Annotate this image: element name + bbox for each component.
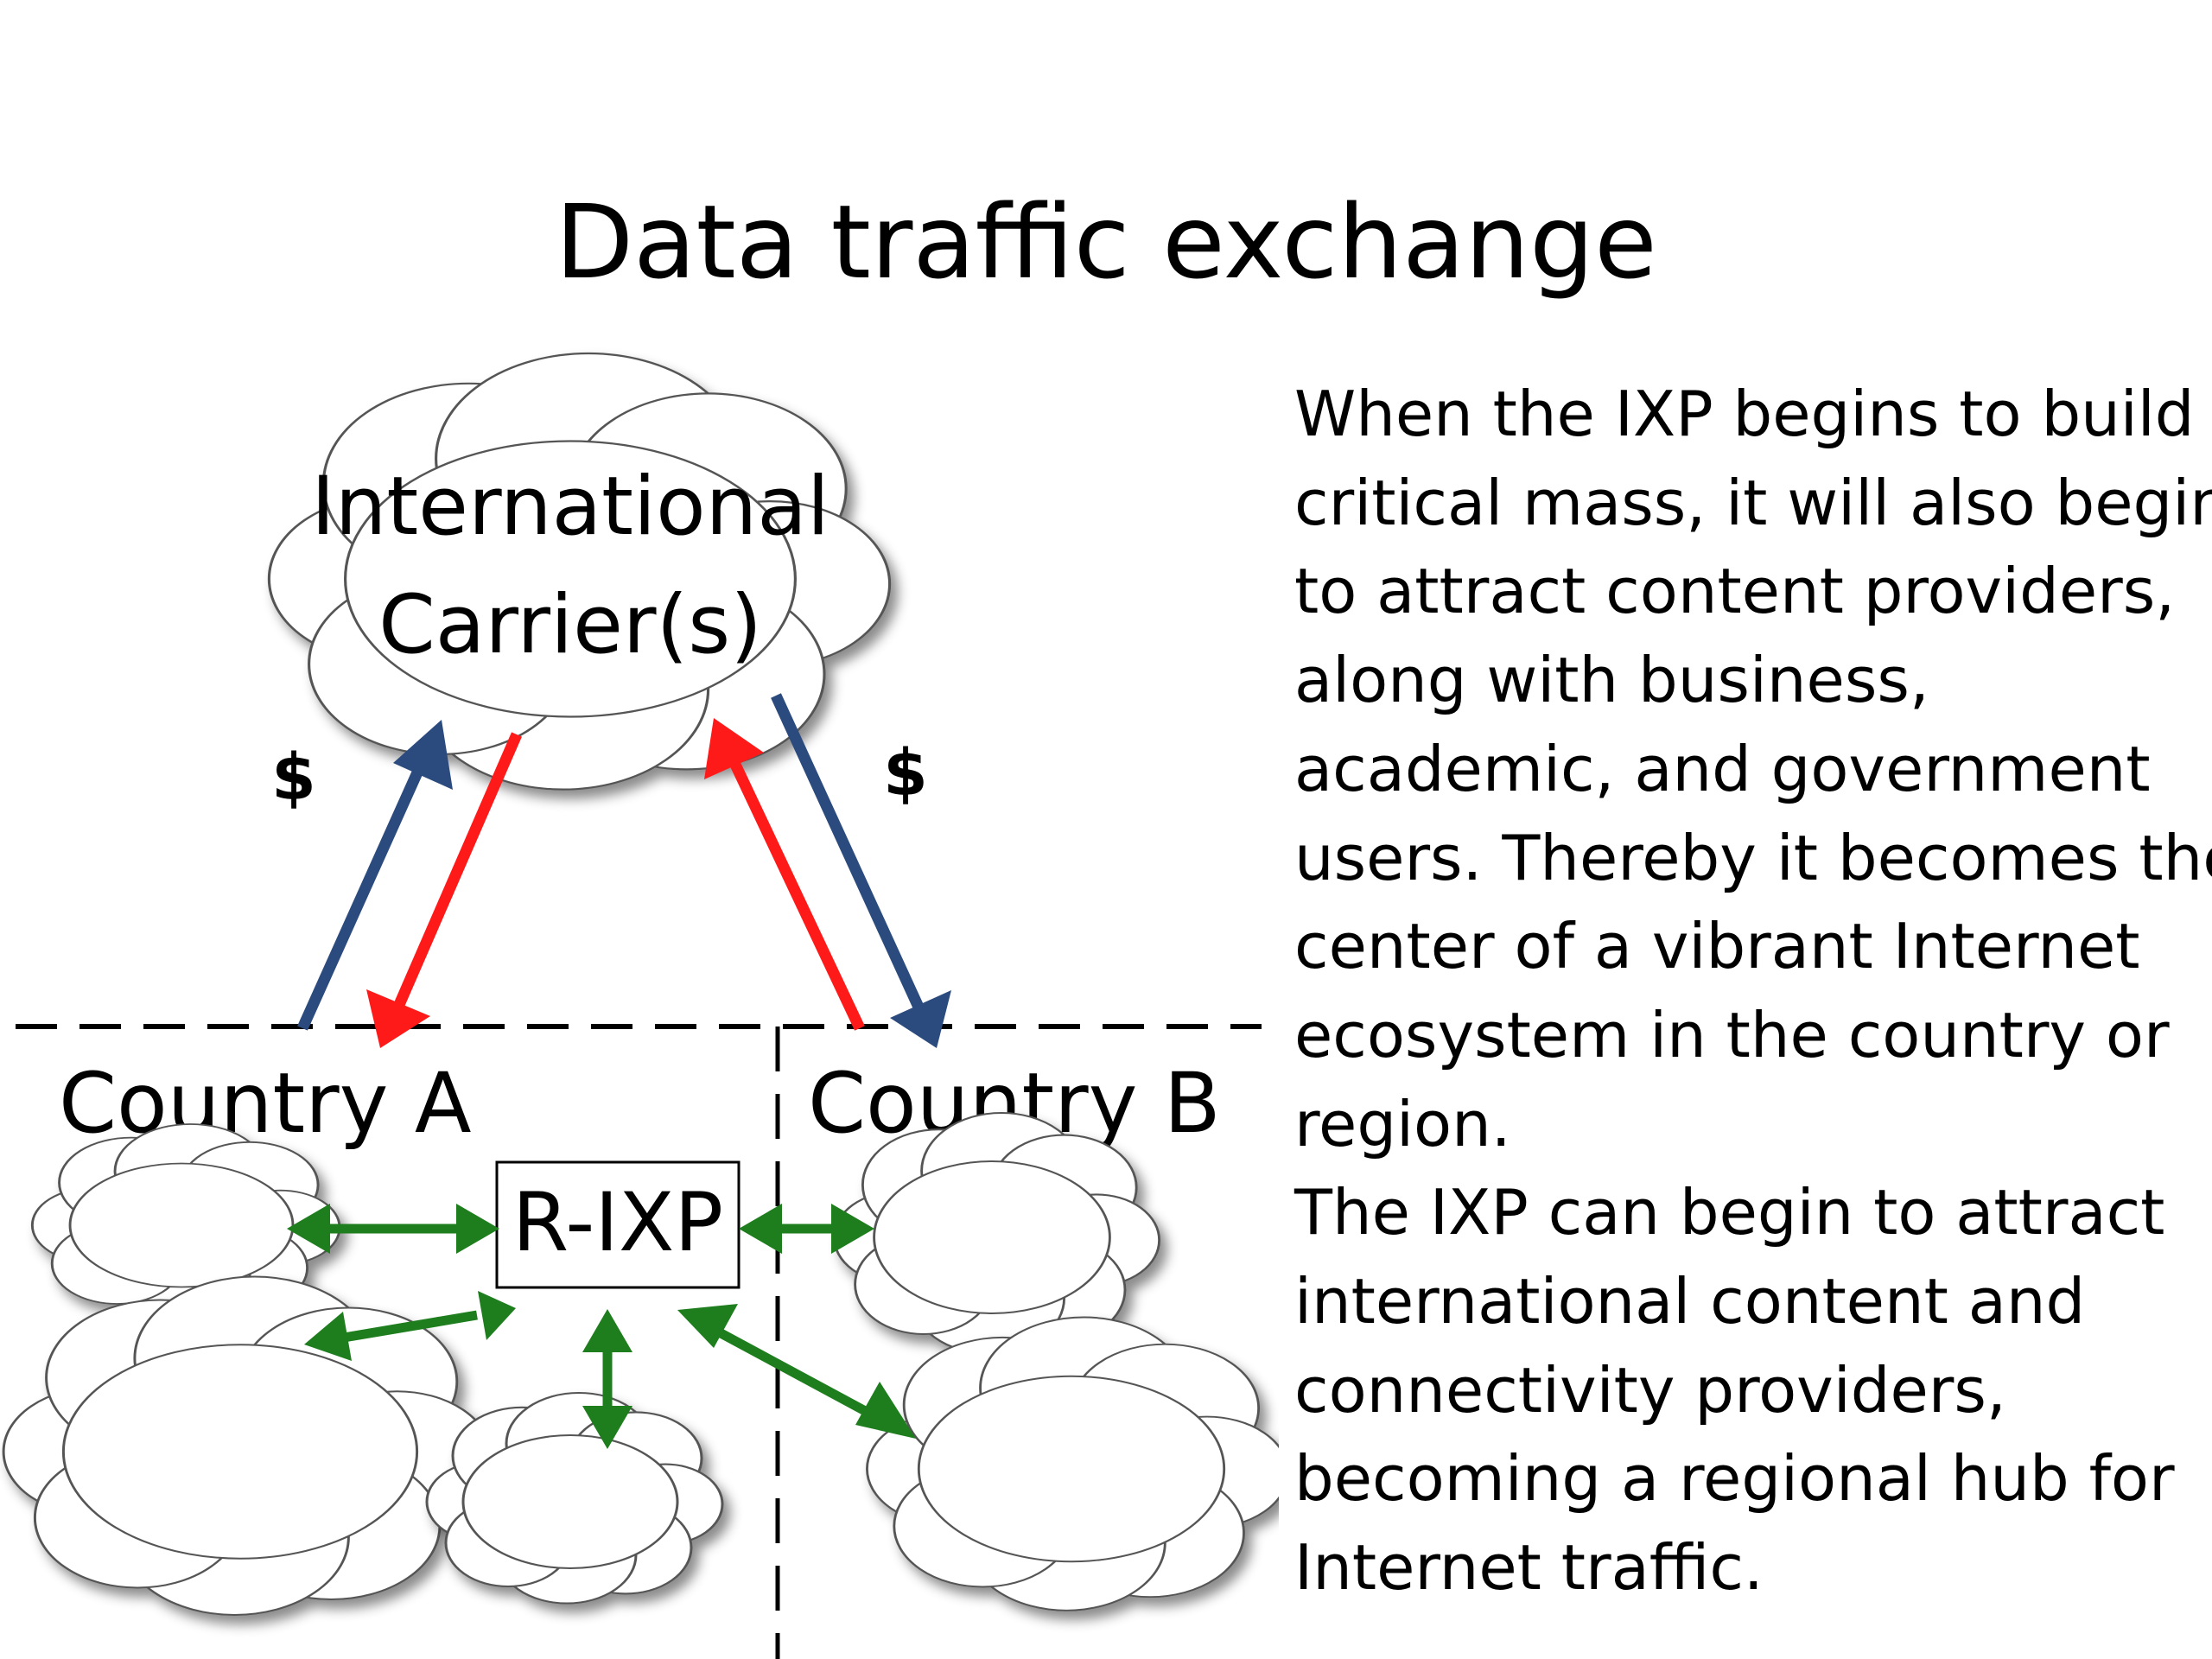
peering-arrow-a2 bbox=[304, 1291, 516, 1361]
description-line: becoming a regional hub for bbox=[1294, 1442, 2175, 1516]
country-b-downlink-arrow bbox=[771, 693, 951, 1048]
country-a-downlink-arrow bbox=[366, 732, 522, 1048]
payment-label-left: $ bbox=[271, 741, 316, 815]
network-cloud-a3 bbox=[427, 1393, 722, 1604]
peering-arrow-b2 bbox=[677, 1304, 916, 1439]
peering-arrow-a3 bbox=[582, 1309, 632, 1449]
description-line: users. Thereby it becomes the bbox=[1294, 821, 2212, 894]
ixp-label: R-IXP bbox=[512, 1176, 723, 1270]
description-line: along with business, bbox=[1294, 644, 1929, 717]
description-line: When the IXP begins to build bbox=[1294, 378, 2195, 450]
ixp-box bbox=[495, 1160, 741, 1289]
description-line: to attract content providers, bbox=[1294, 555, 2176, 628]
page-title: Data traffic exchange bbox=[555, 182, 1657, 302]
description-line: international content and bbox=[1294, 1265, 2086, 1338]
description-line: region. bbox=[1294, 1087, 1511, 1160]
network-diagram: International Carrier(s) $ $ Country A C… bbox=[0, 0, 1279, 1659]
payment-label-right: $ bbox=[883, 736, 928, 810]
description-line: center of a vibrant Internet bbox=[1294, 910, 2140, 983]
description-line: Internet traffic. bbox=[1294, 1531, 1764, 1605]
network-cloud-b1 bbox=[834, 1113, 1159, 1353]
carrier-label-line1: International bbox=[311, 460, 830, 554]
network-cloud-b2 bbox=[867, 1318, 1279, 1611]
description-line: critical mass, it will also begins bbox=[1294, 466, 2212, 539]
country-b-uplink-arrow bbox=[704, 718, 865, 1031]
country-a-uplink-arrow bbox=[297, 720, 453, 1031]
description-line: ecosystem in the country or bbox=[1294, 998, 2170, 1071]
carrier-cloud bbox=[269, 353, 889, 790]
description-text: When the IXP begins to build critical ma… bbox=[1294, 370, 2212, 1612]
peering-arrow-a1 bbox=[287, 1204, 499, 1254]
description-line: connectivity providers, bbox=[1294, 1353, 2006, 1427]
description-line: The IXP can begin to attract bbox=[1294, 1176, 2165, 1249]
carrier-label-line2: Carrier(s) bbox=[378, 578, 762, 672]
peering-arrow-b1 bbox=[739, 1204, 874, 1254]
description-line: academic, and government bbox=[1294, 732, 2151, 805]
country-a-label: Country A bbox=[59, 1055, 472, 1152]
